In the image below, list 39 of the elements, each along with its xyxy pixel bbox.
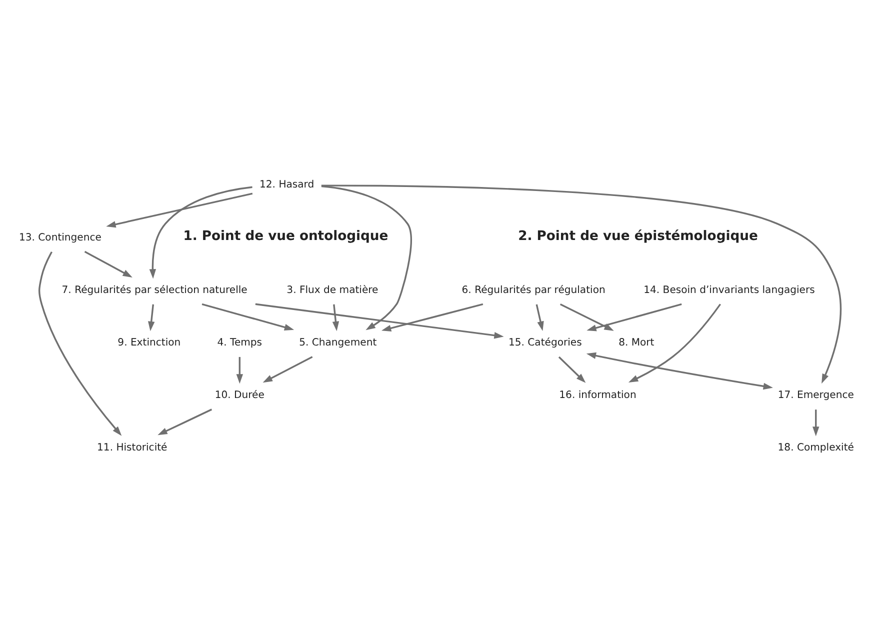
arrow (262, 356, 313, 383)
node-text: 12. Hasard (260, 180, 314, 191)
arrow (158, 408, 212, 436)
node-text: 16. information (559, 390, 636, 402)
label: 2. Point de vue épistémologique (518, 229, 758, 244)
arrow (106, 192, 253, 228)
node-text: 8. Mort (618, 337, 654, 348)
arrow (332, 304, 340, 332)
arrow (321, 184, 842, 384)
arrow (321, 185, 412, 330)
arrow (84, 250, 132, 278)
arrow (586, 352, 773, 390)
node-text: 13. Contingence (19, 232, 102, 244)
arrow (536, 304, 544, 332)
label: 1. Point de vue ontologique (183, 229, 388, 244)
arrow (149, 186, 252, 279)
arrow (558, 356, 586, 383)
node-text: 14. Besoin d’invariants langagiers (644, 284, 815, 296)
node-text: 7. Régularités par sélection naturelle (62, 284, 248, 296)
node-text: 6. Régularités par régulation (462, 284, 606, 296)
node-text: 15. Catégories (508, 337, 582, 348)
arrow (586, 303, 682, 332)
arrow (628, 304, 722, 382)
node-text: 9. Extinction (118, 337, 181, 348)
arrow (812, 410, 820, 436)
arrow (202, 303, 294, 330)
arrow (38, 251, 122, 436)
node-text: 11. Historicité (97, 442, 168, 454)
arrow (148, 304, 155, 332)
node-text: 5. Changement (299, 337, 377, 348)
node-text: 10. Durée (214, 390, 264, 402)
node-text: 17. Emergence (778, 390, 854, 402)
arrow (236, 356, 244, 384)
arrow (255, 303, 504, 339)
arrow (381, 303, 484, 332)
node-text: 4. Temps (217, 337, 262, 348)
node-text: 3. Flux de matière (286, 284, 378, 296)
arrow (560, 304, 614, 331)
node-text: 18. Complexité (778, 442, 854, 454)
